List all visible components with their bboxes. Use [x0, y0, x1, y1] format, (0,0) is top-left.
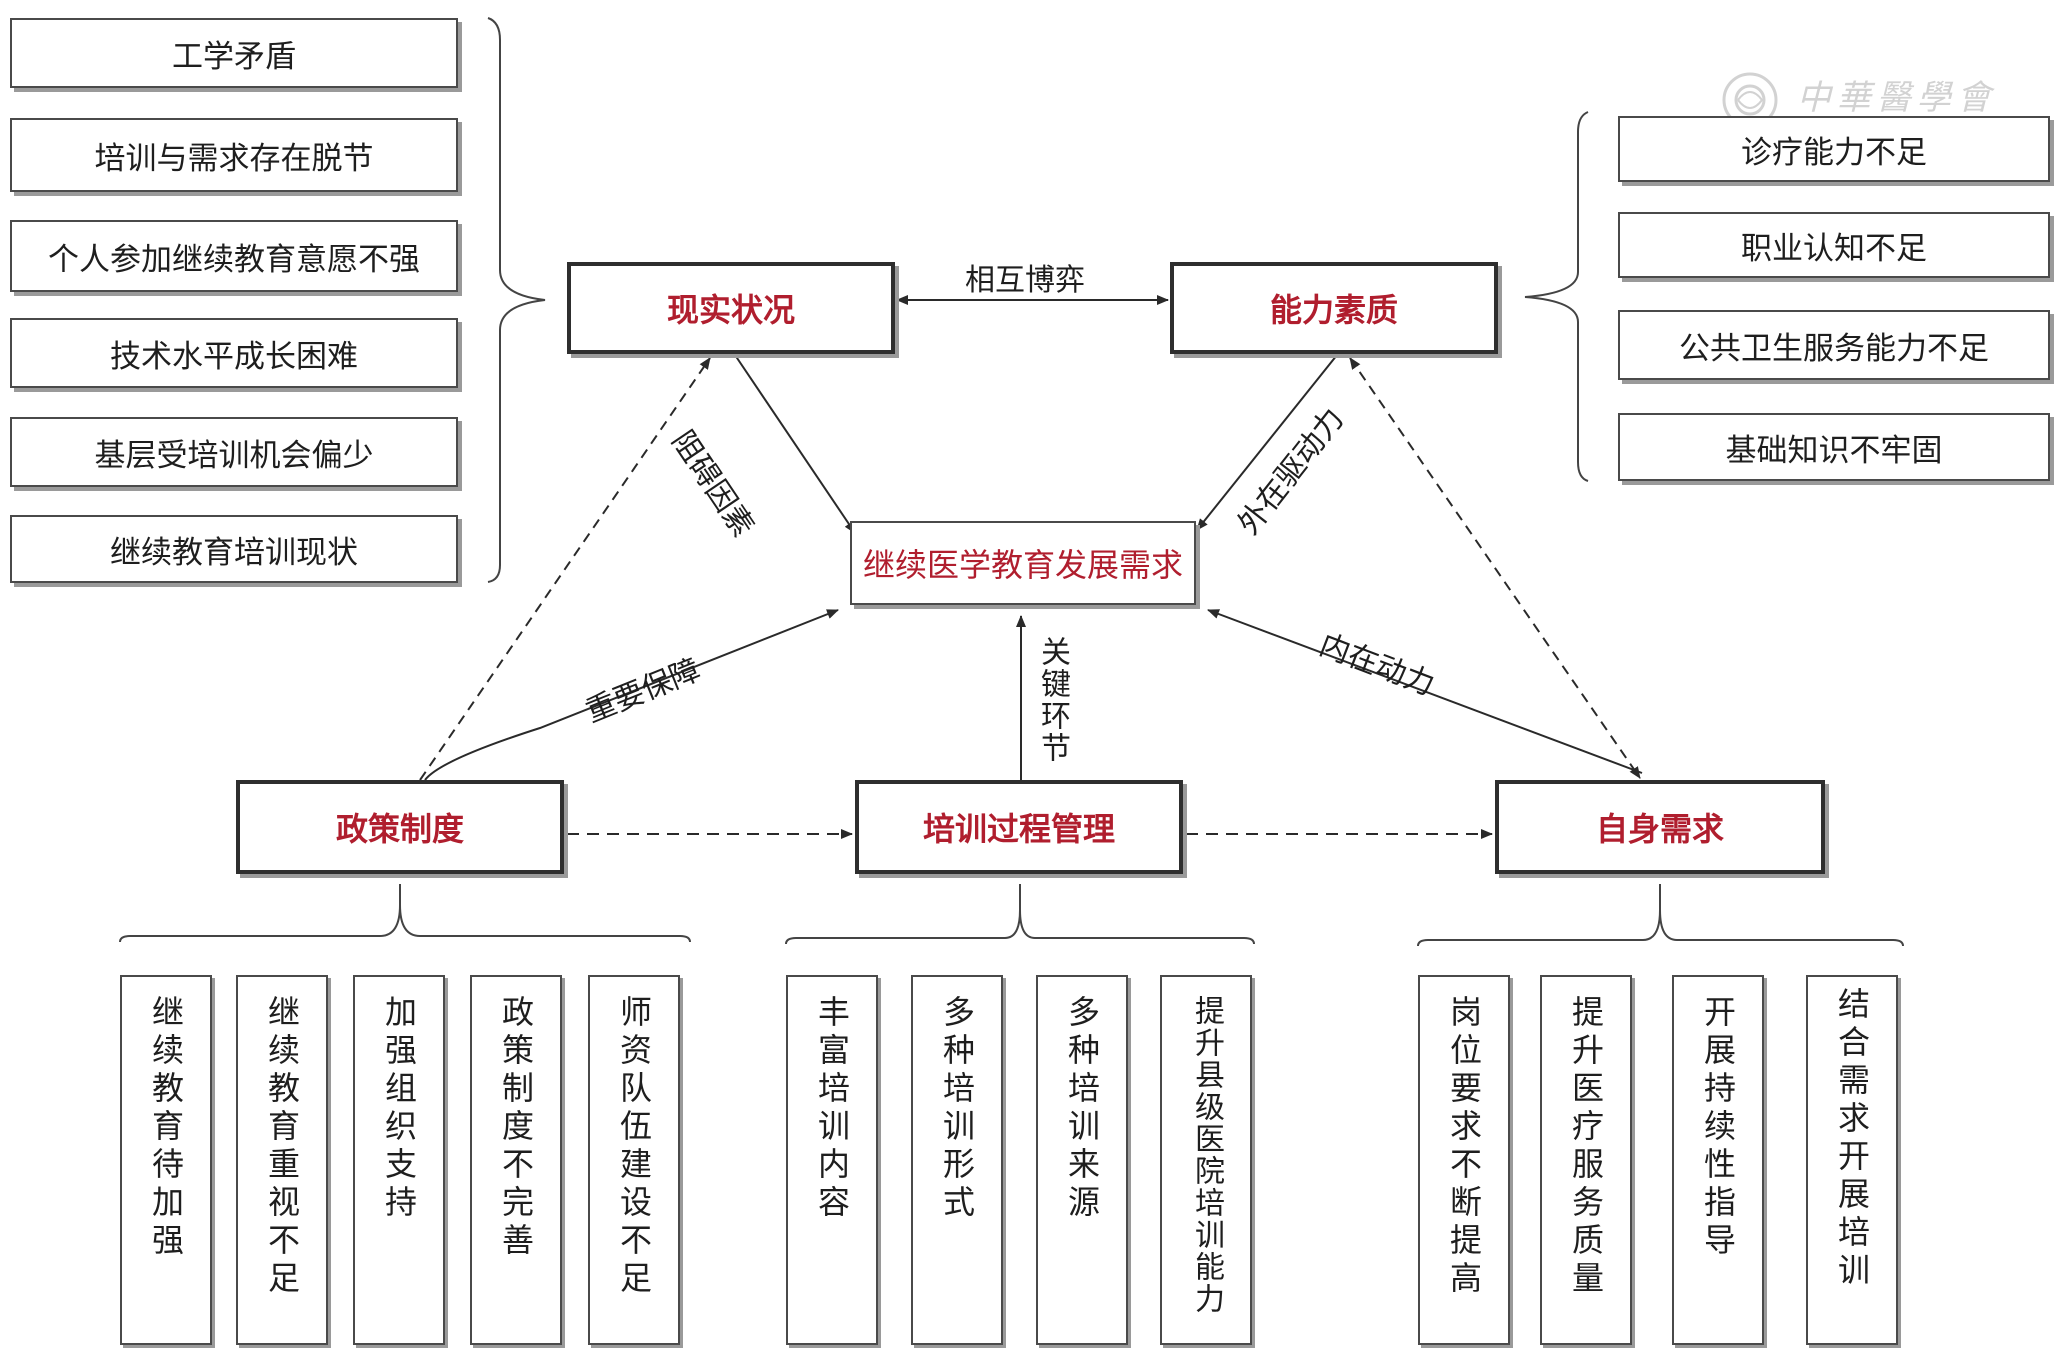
right-factor-4: 基础知识不牢固	[1618, 413, 2050, 481]
left-factor-6: 继续教育培训现状	[10, 515, 458, 583]
label-key: 关键环节	[1035, 636, 1070, 764]
right-brace	[1524, 111, 1589, 482]
left-factor-5: 基层受培训机会偏少	[10, 417, 458, 487]
self-item-1: 岗位要求不断提高	[1418, 975, 1510, 1345]
left-factor-1: 工学矛盾	[10, 18, 458, 88]
right-factor-1: 诊疗能力不足	[1618, 116, 2050, 182]
self-item-3: 开展持续性指导	[1672, 975, 1764, 1345]
training-item-2: 多种培训形式	[911, 975, 1003, 1345]
node-reality: 现实状况	[567, 262, 895, 354]
self-brace	[1417, 884, 1904, 947]
label-mutual: 相互博弈	[965, 263, 1085, 298]
left-brace	[487, 17, 546, 583]
policy-item-4: 政策制度不完善	[470, 975, 562, 1345]
arrow-guarantee	[424, 609, 839, 781]
left-factor-3: 个人参加继续教育意愿不强	[10, 220, 458, 292]
arrow-obstacle	[734, 354, 856, 534]
self-item-4: 结合需求开展培训	[1806, 975, 1898, 1345]
node-self: 自身需求	[1495, 780, 1825, 874]
training-item-1: 丰富培训内容	[786, 975, 878, 1345]
policy-brace	[119, 884, 691, 943]
arrow-external	[1196, 354, 1338, 531]
policy-item-1: 继续教育待加强	[120, 975, 212, 1345]
self-item-2: 提升医疗服务质量	[1540, 975, 1632, 1345]
arrow-internal	[1207, 609, 1643, 774]
training-brace	[785, 884, 1255, 945]
training-item-4: 提升县级医院培训能力	[1160, 975, 1252, 1345]
left-factor-4: 技术水平成长困难	[10, 318, 458, 388]
watermark-text: 中華醫學會	[1796, 78, 1997, 118]
node-center: 继续医学教育发展需求	[850, 521, 1196, 605]
left-factor-2: 培训与需求存在脱节	[10, 118, 458, 192]
arrow-ability-self	[1349, 357, 1641, 779]
right-factor-3: 公共卫生服务能力不足	[1618, 310, 2050, 380]
arrow-policy-reality	[419, 357, 711, 781]
node-ability: 能力素质	[1170, 262, 1498, 354]
right-factor-2: 职业认知不足	[1618, 212, 2050, 278]
node-training: 培训过程管理	[855, 780, 1183, 874]
policy-item-2: 继续教育重视不足	[236, 975, 328, 1345]
node-policy: 政策制度	[236, 780, 564, 874]
training-item-3: 多种培训来源	[1036, 975, 1128, 1345]
policy-item-5: 师资队伍建设不足	[588, 975, 680, 1345]
policy-item-3: 加强组织支持	[353, 975, 445, 1345]
